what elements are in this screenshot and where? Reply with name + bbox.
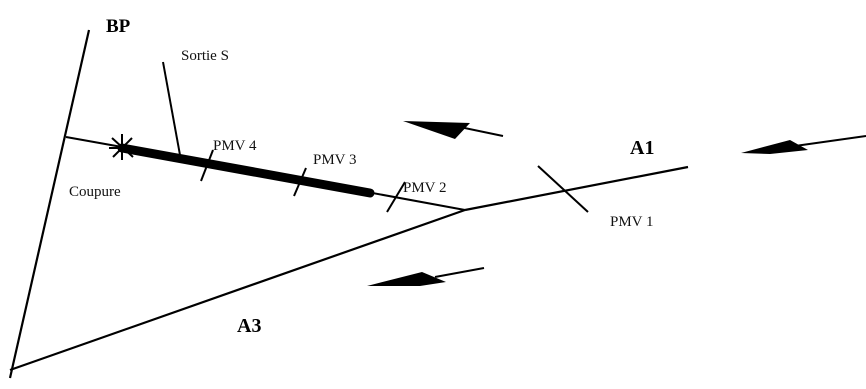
label-a3: A3 <box>237 315 261 337</box>
pmv3-tick <box>293 167 307 197</box>
exit-s-line <box>162 61 181 156</box>
label-coupure: Coupure <box>69 184 121 200</box>
label-exit-s: Sortie S <box>181 48 229 64</box>
label-pmv4: PMV 4 <box>213 138 257 154</box>
road-a3 <box>9 208 466 372</box>
road-a1 <box>464 165 689 212</box>
pmv1-tick <box>537 165 589 213</box>
label-pmv2: PMV 2 <box>403 180 447 196</box>
blocked-section <box>117 143 375 198</box>
road-bp <box>8 29 91 379</box>
arrow-right-icon <box>741 135 866 154</box>
label-a1: A1 <box>630 137 654 159</box>
pmv2-tick <box>386 181 406 213</box>
label-pmv3: PMV 3 <box>313 152 357 168</box>
road-bp-link <box>65 136 123 148</box>
pmv4-tick <box>200 149 214 182</box>
label-pmv1: PMV 1 <box>610 214 654 230</box>
label-bp: BP <box>106 16 131 37</box>
cut-marker-icon <box>109 134 136 160</box>
arrow-bottom-icon <box>367 267 485 286</box>
arrow-top-icon <box>403 121 504 139</box>
